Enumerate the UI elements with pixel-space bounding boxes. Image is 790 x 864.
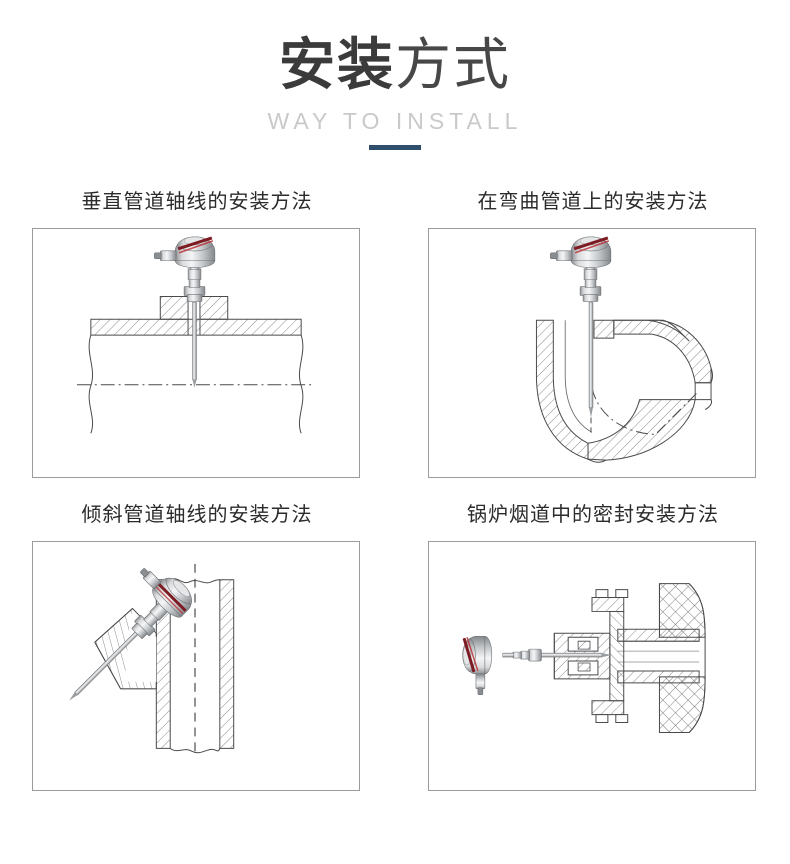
page-subtitle: WAY TO INSTALL xyxy=(267,108,523,134)
hatched-sleeve xyxy=(617,628,700,684)
raised-boss xyxy=(159,295,229,336)
page-title-light: 方式 xyxy=(395,33,511,96)
panel-title-vertical-pipe-axis: 垂直管道轴线的安装方法 xyxy=(81,191,313,213)
sensor-head xyxy=(462,635,493,696)
panel-title-curved-pipe: 在弯曲管道上的安装方法 xyxy=(477,191,709,213)
sensor-head xyxy=(550,236,612,268)
diagram-box-inclined-pipe-axis xyxy=(32,541,360,791)
red-stripe-band xyxy=(155,583,187,615)
side-cable-entry xyxy=(550,250,573,262)
hex-union-nut xyxy=(579,278,602,302)
title-underline-bar xyxy=(369,145,421,150)
panel-title-boiler-flue-seal: 锅炉烟道中的密封安装方法 xyxy=(467,504,719,526)
page-header: 安装方式 WAY TO INSTALL xyxy=(0,0,790,150)
panel-grid: 垂直管道轴线的安装方法 xyxy=(0,190,790,791)
flange-bolts xyxy=(591,589,629,724)
sensor-head-tilted xyxy=(140,568,192,618)
diagram-box-curved-pipe xyxy=(428,228,756,478)
red-stripe-band xyxy=(177,236,214,254)
red-stripe-band xyxy=(573,236,610,254)
page-title-bold: 安装 xyxy=(279,33,395,96)
panel-boiler-flue-seal: 锅炉烟道中的密封安装方法 xyxy=(428,503,758,791)
probe-stem xyxy=(192,302,197,388)
panel-row-2: 倾斜管道轴线的安装方法 xyxy=(0,503,790,791)
bolted-flange xyxy=(553,610,625,702)
diagram-box-boiler-flue-seal xyxy=(428,541,756,791)
side-cable-entry xyxy=(154,250,177,262)
probe-stem xyxy=(588,302,594,418)
side-cable-entry xyxy=(475,673,486,696)
panel-inclined-pipe-axis: 倾斜管道轴线的安装方法 xyxy=(32,503,362,791)
cross-hatched-refractory-wall xyxy=(658,583,706,733)
hex-union-nut xyxy=(183,278,206,302)
page-title: 安装方式 xyxy=(0,34,790,96)
side-cable-entry xyxy=(140,568,161,589)
hatched-elbow-wall xyxy=(535,319,714,463)
packing-gland xyxy=(502,648,542,662)
probe-stem xyxy=(540,652,612,658)
diagram-box-vertical-pipe-axis xyxy=(32,228,360,478)
panel-title-inclined-pipe-axis: 倾斜管道轴线的安装方法 xyxy=(81,504,313,526)
wavy-break-lines xyxy=(88,334,304,434)
panel-vertical-pipe-axis: 垂直管道轴线的安装方法 xyxy=(32,190,362,478)
elbow-inner-lines xyxy=(564,320,593,433)
panel-curved-pipe: 在弯曲管道上的安装方法 xyxy=(428,190,758,478)
panel-row-1: 垂直管道轴线的安装方法 xyxy=(0,190,790,478)
red-stripe-band xyxy=(462,637,479,673)
sensor-head xyxy=(154,236,216,268)
